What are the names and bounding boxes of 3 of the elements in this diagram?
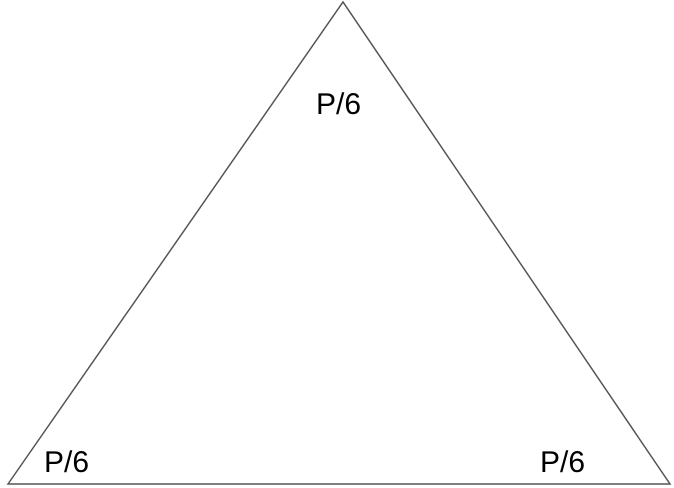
corner-label: P/6 [44,446,90,480]
corner-label: P/6 [316,88,362,122]
corner-label: P/6 [540,446,586,480]
